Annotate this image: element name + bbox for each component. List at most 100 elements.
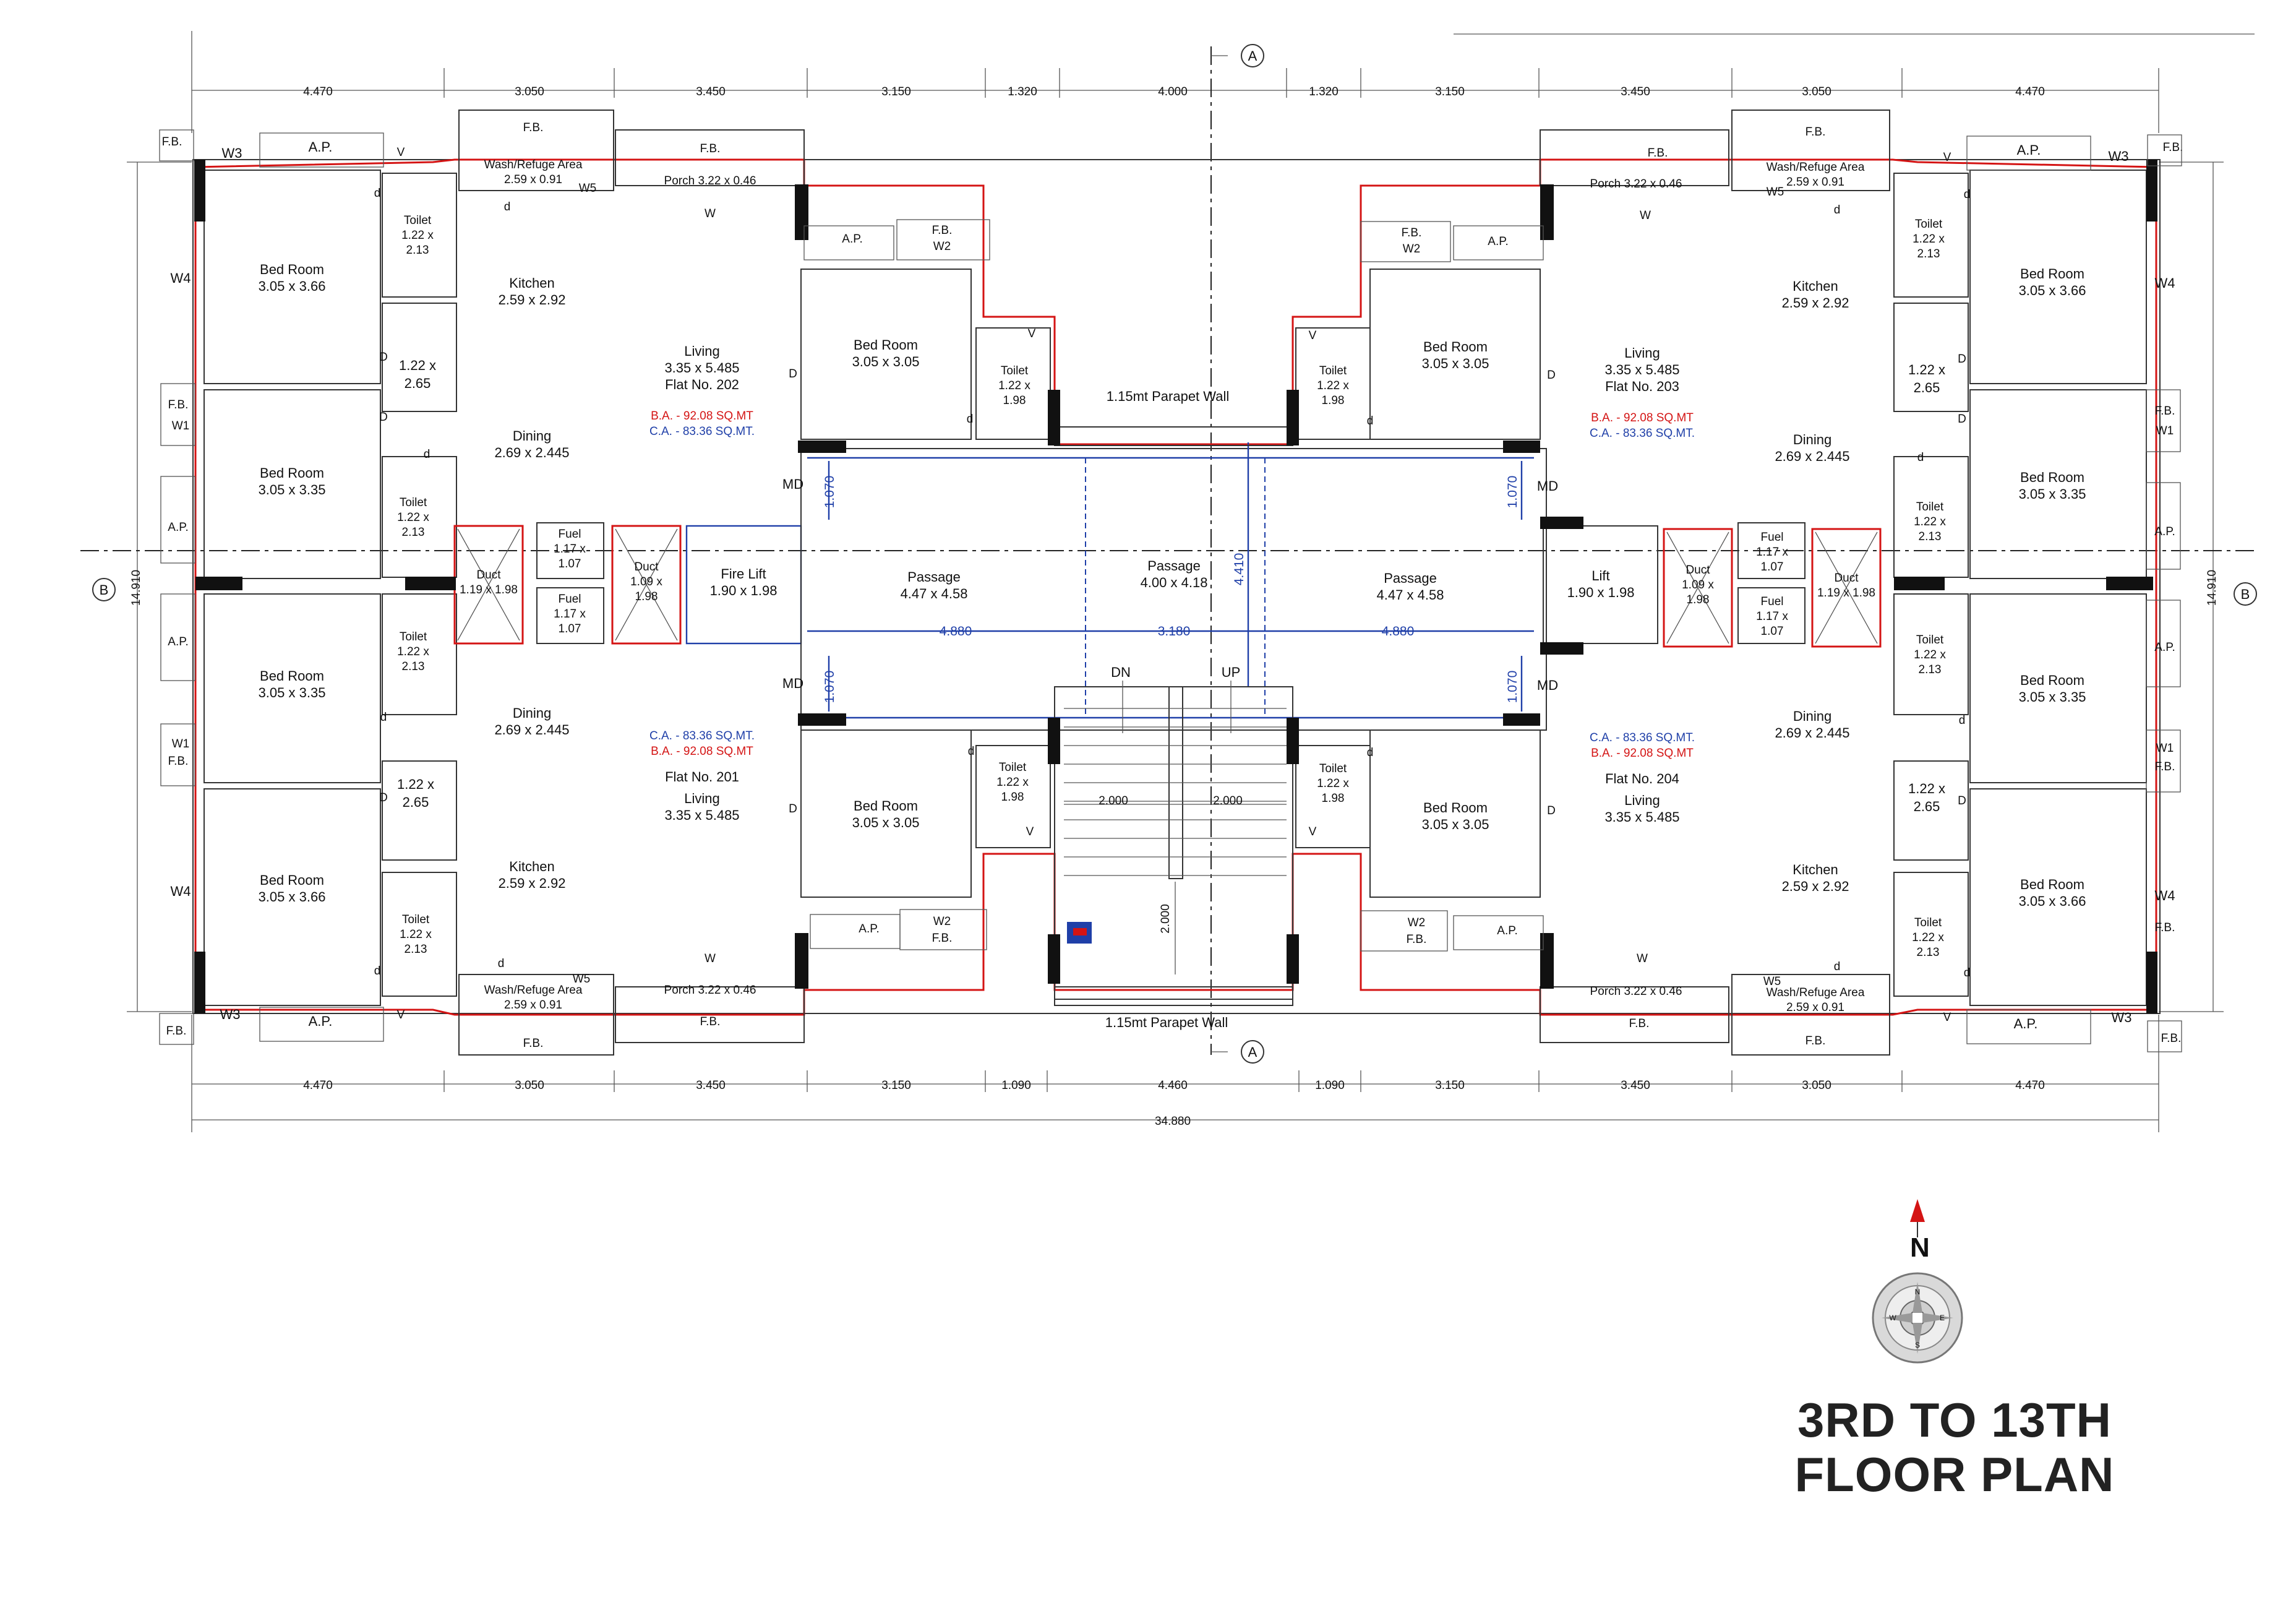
svg-text:Bed Room: Bed Room xyxy=(260,668,324,684)
svg-text:2.13: 2.13 xyxy=(402,526,425,539)
svg-text:1.22 x: 1.22 x xyxy=(397,645,429,658)
fire-lift: Fire Lift 1.90 x 1.98 xyxy=(710,566,777,598)
svg-text:1.17 x: 1.17 x xyxy=(1756,610,1788,623)
svg-text:Toilet: Toilet xyxy=(402,913,430,926)
svg-text:D: D xyxy=(789,802,797,815)
dim-bottom-11: 4.470 xyxy=(2015,1079,2045,1092)
toilet-204-b: Toilet 1.22 x 2.13 xyxy=(1914,634,1946,676)
dim-stair-height: 2.000 xyxy=(1159,904,1172,934)
svg-text:W5: W5 xyxy=(573,973,591,986)
svg-text:Bed Room: Bed Room xyxy=(2020,470,2084,485)
svg-text:1.22 x: 1.22 x xyxy=(400,928,432,941)
toilet-201-core: Toilet 1.22 x 1.98 xyxy=(996,761,1029,804)
svg-text:D: D xyxy=(379,791,388,804)
svg-text:d: d xyxy=(374,187,381,200)
duct-left-small: Duct 1.09 x 1.98 xyxy=(630,561,662,603)
svg-text:Fuel: Fuel xyxy=(1761,595,1784,608)
svg-text:F.B.: F.B. xyxy=(2155,921,2175,934)
svg-text:D: D xyxy=(1958,353,1966,366)
passage-right: Passage 4.47 x 4.58 xyxy=(1377,570,1444,603)
svg-text:1.98: 1.98 xyxy=(1001,791,1024,804)
svg-text:W5: W5 xyxy=(1763,975,1781,988)
svg-text:F.B.: F.B. xyxy=(700,1015,721,1028)
section-marker-a-top: A xyxy=(1241,44,1264,67)
structural-columns xyxy=(194,160,2157,1013)
svg-text:F.B.: F.B. xyxy=(166,1025,187,1038)
svg-text:1.09 x: 1.09 x xyxy=(630,575,662,588)
svg-text:2.65: 2.65 xyxy=(1914,380,1940,395)
svg-text:Fuel: Fuel xyxy=(559,528,581,541)
dim-bottom-4: 3.150 xyxy=(881,1079,911,1092)
svg-text:W5: W5 xyxy=(579,182,597,195)
svg-text:d: d xyxy=(504,200,511,213)
depth-dimensions: 14.910 14.910 xyxy=(127,161,2224,1012)
svg-text:1.98: 1.98 xyxy=(1322,792,1345,805)
room-living-203: Living 3.35 x 5.485 Flat No. 203 B.A. - … xyxy=(1590,345,1695,440)
plan-title-line2: FLOOR PLAN xyxy=(1794,1447,2115,1502)
svg-text:W4: W4 xyxy=(2155,888,2175,903)
svg-text:Living: Living xyxy=(684,343,719,359)
room-bedroom-201-core: Bed Room 3.05 x 3.05 xyxy=(852,798,920,830)
svg-text:Wash/Refuge Area: Wash/Refuge Area xyxy=(484,984,583,997)
svg-text:W4: W4 xyxy=(171,270,191,286)
svg-text:Bed Room: Bed Room xyxy=(260,465,324,481)
parapet-wall-top: 1.15mt Parapet Wall xyxy=(1107,389,1230,404)
dim-top-2: 3.050 xyxy=(515,85,544,98)
svg-text:Duct: Duct xyxy=(476,569,501,582)
dim-md-1: 1.070 xyxy=(823,476,837,509)
dim-stair-right: 2.000 xyxy=(1213,794,1243,807)
svg-text:V: V xyxy=(1309,825,1317,838)
svg-text:A.P.: A.P. xyxy=(168,521,188,534)
svg-text:2.65: 2.65 xyxy=(1914,799,1940,814)
dim-depth-left: 14.910 xyxy=(130,570,143,606)
svg-text:2.69 x 2.445: 2.69 x 2.445 xyxy=(494,445,569,460)
svg-text:Toilet: Toilet xyxy=(999,761,1027,774)
svg-text:W1: W1 xyxy=(172,419,190,432)
dim-top-11: 4.470 xyxy=(2015,85,2045,98)
svg-text:A.P.: A.P. xyxy=(2014,1016,2038,1031)
svg-text:Passage: Passage xyxy=(907,569,961,585)
svg-text:3.05 x 3.05: 3.05 x 3.05 xyxy=(1422,817,1489,832)
svg-text:3.35 x 5.485: 3.35 x 5.485 xyxy=(1604,362,1679,377)
svg-text:B: B xyxy=(100,582,109,598)
store-203: 1.22 x 2.65 xyxy=(1908,362,1945,395)
svg-text:A.P.: A.P. xyxy=(309,139,333,155)
svg-text:Toilet: Toilet xyxy=(1319,364,1347,377)
svg-text:Lift: Lift xyxy=(1591,568,1609,583)
md-tag: MD xyxy=(782,676,803,691)
svg-text:1.22 x: 1.22 x xyxy=(1908,362,1945,377)
svg-text:2.69 x 2.445: 2.69 x 2.445 xyxy=(1775,725,1849,741)
svg-text:D: D xyxy=(1547,804,1556,817)
top-dimension-chain: 4.470 3.050 3.450 3.150 1.320 4.000 1.32… xyxy=(191,31,2255,133)
svg-text:Living: Living xyxy=(1624,793,1660,808)
stair-up-label: UP xyxy=(1222,665,1241,680)
svg-text:F.B.: F.B. xyxy=(1648,147,1668,160)
svg-text:2.65: 2.65 xyxy=(405,376,431,391)
svg-text:3.35 x 5.485: 3.35 x 5.485 xyxy=(664,807,739,823)
svg-text:Toilet: Toilet xyxy=(1915,218,1943,231)
flat-number-202: Flat No. 202 xyxy=(665,377,739,392)
room-bedroom-203: Bed Room 3.05 x 3.66 xyxy=(2019,266,2086,298)
svg-text:1.90 x 1.98: 1.90 x 1.98 xyxy=(1567,585,1635,600)
room-kitchen-202: Kitchen 2.59 x 2.92 xyxy=(499,275,566,308)
svg-text:3.05 x 3.66: 3.05 x 3.66 xyxy=(259,278,326,294)
svg-text:2.13: 2.13 xyxy=(1917,946,1940,959)
toilet-203-core: Toilet 1.22 x 1.98 xyxy=(1317,364,1349,407)
flat-number-201: Flat No. 201 xyxy=(665,769,739,785)
dim-top-3: 3.450 xyxy=(696,85,726,98)
fuel-left-b: Fuel 1.17 x 1.07 xyxy=(554,593,586,635)
svg-text:1.22 x: 1.22 x xyxy=(401,229,434,242)
room-bedroom-203-b: Bed Room 3.05 x 3.35 xyxy=(2019,470,2086,502)
svg-text:A: A xyxy=(1248,48,1257,64)
md-tag: MD xyxy=(1537,478,1558,494)
svg-text:Duct: Duct xyxy=(634,561,659,574)
dim-md-4: 1.070 xyxy=(1506,671,1520,703)
svg-text:1.22 x: 1.22 x xyxy=(1914,515,1946,528)
dim-top-7: 1.320 xyxy=(1309,85,1339,98)
svg-text:Toilet: Toilet xyxy=(1916,501,1944,514)
svg-text:W1: W1 xyxy=(2156,742,2174,755)
svg-text:1.19 x 1.98: 1.19 x 1.98 xyxy=(1817,587,1875,600)
porch-203: Porch 3.22 x 0.46 xyxy=(1590,178,1682,191)
svg-text:W: W xyxy=(705,207,716,220)
svg-text:d: d xyxy=(1917,451,1924,464)
